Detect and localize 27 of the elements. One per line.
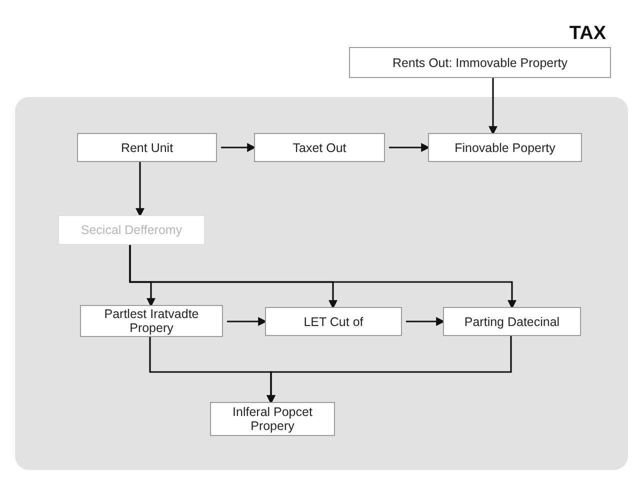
- arrow: [227, 317, 268, 326]
- arrow: [406, 317, 446, 326]
- process-box: [349, 47, 611, 78]
- box-label: Secical Defferomy: [80, 223, 184, 237]
- arrow: [488, 78, 498, 136]
- box-label: Finovable Poperty: [454, 140, 556, 154]
- arrow: [129, 245, 516, 310]
- box-label: Partlest Iratvadte Propery: [103, 307, 200, 335]
- process-box: [80, 305, 223, 337]
- process-box: [428, 133, 582, 162]
- arrow: [221, 143, 256, 152]
- arrow: [389, 143, 430, 152]
- title: TAX: [569, 22, 606, 46]
- process-box: [77, 133, 217, 162]
- process-box: [254, 133, 385, 162]
- box-label: LET Cut of: [302, 314, 364, 328]
- process-box: [265, 307, 402, 336]
- process-box: [58, 215, 205, 245]
- box-label: Rent Unit: [120, 140, 174, 154]
- box-label: Taxet Out: [292, 140, 348, 154]
- box-label: Inlferal Popcet Propery: [232, 405, 314, 433]
- process-box: [210, 402, 335, 436]
- box-label: Rents Out: Immovable Property: [391, 56, 569, 70]
- process-box: [443, 307, 581, 336]
- box-label: Parting Datecinal: [463, 314, 561, 328]
- arrow: [266, 336, 512, 404]
- arrow: [136, 162, 144, 218]
